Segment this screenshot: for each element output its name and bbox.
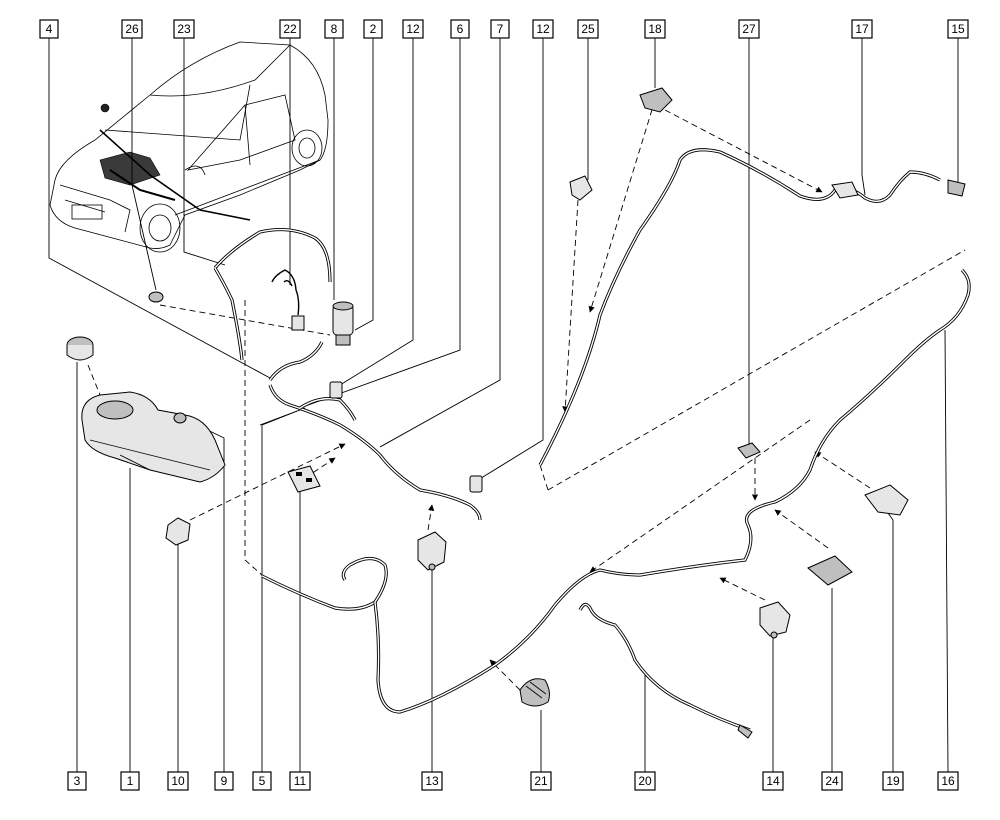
svg-text:26: 26: [125, 22, 139, 36]
svg-text:15: 15: [951, 22, 965, 36]
callout-top-18: 18: [644, 19, 666, 39]
connector-12b: [469, 475, 483, 493]
callout-top-8: 8: [324, 19, 344, 39]
nozzle-17: [831, 181, 859, 199]
bottom-leader-lines: [76, 329, 949, 773]
callout-bottom-9: 9: [214, 771, 234, 791]
callout-bottom-16: 16: [937, 771, 959, 791]
grommet: [148, 291, 164, 303]
callout-bottom-11: 11: [289, 771, 311, 791]
clip-19: [864, 484, 909, 516]
washer-reservoir: [81, 391, 226, 483]
svg-text:6: 6: [457, 22, 464, 36]
callout-top-12b: 12: [532, 19, 554, 39]
svg-text:27: 27: [742, 22, 756, 36]
bottom-callouts: 3 1 10 9 5 11 13 21 20 14 24 19 16: [67, 771, 959, 791]
clip-21: [519, 678, 550, 707]
top-leader-lines: [48, 38, 959, 481]
svg-text:4: 4: [46, 22, 53, 36]
callout-bottom-24: 24: [821, 771, 843, 791]
callout-top-7: 7: [490, 19, 510, 39]
svg-text:10: 10: [171, 774, 185, 788]
bracket-24: [807, 555, 853, 586]
svg-text:7: 7: [497, 22, 504, 36]
callout-top-4: 4: [39, 19, 59, 39]
washer-pump: [332, 301, 354, 346]
svg-text:18: 18: [648, 22, 662, 36]
callout-top-12: 12: [402, 19, 424, 39]
callout-top-26: 26: [121, 19, 143, 39]
callout-bottom-3: 3: [67, 771, 87, 791]
clip-25: [569, 175, 593, 201]
svg-text:16: 16: [941, 774, 955, 788]
vehicle-overview: [49, 41, 329, 253]
svg-text:8: 8: [331, 22, 338, 36]
clip-10: [165, 517, 191, 546]
clip-18: [639, 87, 673, 113]
svg-text:2: 2: [370, 22, 377, 36]
callout-top-2: 2: [363, 19, 383, 39]
callout-bottom-20: 20: [634, 771, 656, 791]
grommet-27: [737, 442, 761, 459]
callout-bottom-10: 10: [167, 771, 189, 791]
svg-text:12: 12: [406, 22, 420, 36]
washer-hoses: [213, 148, 971, 732]
callout-bottom-14: 14: [762, 771, 784, 791]
callout-bottom-5: 5: [252, 771, 272, 791]
callout-top-25: 25: [577, 19, 599, 39]
bracket-11: [287, 465, 321, 493]
callout-bottom-21: 21: [530, 771, 552, 791]
callout-top-27: 27: [738, 19, 760, 39]
svg-text:22: 22: [283, 22, 297, 36]
svg-text:23: 23: [177, 22, 191, 36]
callout-bottom-13: 13: [421, 771, 443, 791]
connector-15: [947, 179, 966, 197]
svg-text:14: 14: [766, 774, 780, 788]
svg-text:19: 19: [886, 774, 900, 788]
connector-12: [329, 381, 343, 399]
clip-14: [759, 601, 791, 639]
svg-text:12: 12: [536, 22, 550, 36]
jet-20: [737, 724, 753, 739]
svg-text:9: 9: [221, 774, 228, 788]
callout-bottom-19: 19: [882, 771, 904, 791]
svg-text:21: 21: [534, 774, 548, 788]
svg-text:17: 17: [855, 22, 869, 36]
connector-8: [291, 315, 305, 331]
svg-text:20: 20: [638, 774, 652, 788]
parts: [66, 87, 966, 739]
top-callouts: 4 26 23 22 8 2 12 6 7 12 25 18 27 17 15: [39, 19, 969, 39]
callout-top-6: 6: [450, 19, 470, 39]
svg-text:3: 3: [74, 774, 81, 788]
svg-text:5: 5: [259, 774, 266, 788]
callout-bottom-1: 1: [120, 771, 140, 791]
seal: [173, 412, 187, 424]
svg-text:25: 25: [581, 22, 595, 36]
filler-cap: [66, 336, 94, 361]
callout-top-17: 17: [851, 19, 873, 39]
svg-text:11: 11: [294, 774, 307, 788]
svg-text:24: 24: [825, 774, 839, 788]
callout-top-23: 23: [173, 19, 195, 39]
svg-text:1: 1: [127, 774, 134, 788]
callout-top-15: 15: [947, 19, 969, 39]
clip-13: [417, 531, 447, 571]
callout-top-22: 22: [279, 19, 301, 39]
dashed-assembly-lines: [87, 99, 966, 691]
svg-text:13: 13: [425, 774, 439, 788]
